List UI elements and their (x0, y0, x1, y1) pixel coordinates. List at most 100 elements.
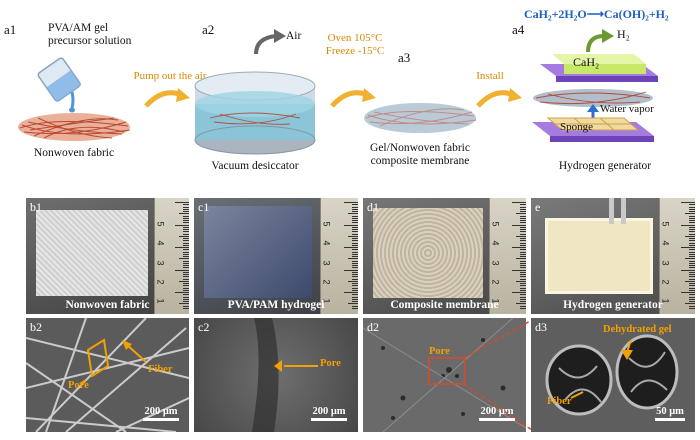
ruler-tick (183, 249, 189, 251)
ruler-tick (352, 208, 358, 210)
ruler-tick (689, 260, 695, 262)
ruler-tick (689, 231, 695, 233)
ruler-tick (352, 249, 358, 251)
precursor-solution-label: PVA/AM gel precursor solution (48, 22, 132, 48)
ruler-tick (179, 258, 189, 260)
curved-arrow-icon (330, 88, 376, 108)
ruler-tick (352, 285, 358, 287)
scale-bar-line (143, 418, 179, 421)
arrow-1-label: Pump out the air (133, 70, 207, 82)
scale-bar-label: 50 μm (656, 406, 684, 417)
ruler-tick (520, 265, 526, 266)
ruler-tick (685, 213, 695, 215)
ruler-tick (183, 238, 189, 239)
ruler-tick (175, 247, 189, 248)
ruler-tick (183, 256, 189, 257)
ruler-tick (348, 213, 358, 215)
ruler-tick (689, 265, 695, 266)
ruler-tick (352, 294, 358, 296)
curved-arrow-icon (476, 88, 522, 108)
ruler-tick (352, 267, 358, 269)
pouring-beaker-icon (37, 57, 82, 113)
ruler-tick (183, 211, 189, 212)
ruler-number: 2 (321, 279, 332, 285)
device-wire (609, 198, 614, 224)
ruler-tick (183, 305, 189, 307)
ruler-tick (520, 285, 526, 287)
ruler-tick (681, 269, 695, 271)
ruler-tick (520, 204, 526, 206)
ruler-tick (183, 274, 189, 275)
ruler-tick (520, 240, 526, 242)
ruler-tick (512, 292, 526, 293)
panel-tag-d1: d1 (367, 200, 379, 214)
ruler-tick (352, 242, 358, 244)
ruler-tick (183, 233, 189, 235)
ruler-tick (183, 276, 189, 278)
ruler-tick (183, 289, 189, 291)
ruler-tick (520, 231, 526, 233)
fiber-label: Fiber (148, 364, 173, 375)
ruler-tick (512, 224, 526, 226)
scale-bar: 200 μm (306, 406, 352, 421)
ruler-tick (352, 204, 358, 206)
ruler-tick (681, 247, 695, 248)
ruler-tick (520, 220, 526, 221)
ruler-tick (520, 244, 526, 246)
ruler-number: 5 (321, 221, 332, 227)
ruler-tick (344, 269, 358, 271)
cah2-label: CaH₂ (573, 55, 600, 69)
ruler-tick (183, 208, 189, 210)
ruler-tick (344, 292, 358, 293)
ruler-number: 3 (321, 260, 332, 266)
ruler-tick (520, 253, 526, 255)
sponge-label: Sponge (560, 121, 593, 133)
scale-bar-label: 200 μm (312, 406, 346, 417)
panel-tag-e: e (535, 200, 541, 214)
scale-bar: 50 μm (649, 406, 691, 421)
composite-surface-image (363, 318, 526, 432)
ruler-tick (689, 276, 695, 278)
ruler-tick (520, 278, 526, 280)
ruler-tick (352, 222, 358, 224)
ruler-number: 5 (155, 221, 166, 227)
photo-b1-caption: Nonwoven fabric (65, 299, 150, 311)
ruler-tick (352, 307, 358, 309)
ruler-number: 4 (490, 240, 501, 246)
ruler-tick (352, 271, 358, 273)
ruler-tick (520, 222, 526, 224)
ruler-tick (352, 251, 358, 253)
ruler-tick (689, 229, 695, 230)
ruler-tick (183, 285, 189, 287)
ruler-tick (352, 276, 358, 278)
scale-bar-line (655, 418, 685, 421)
ruler-tick (183, 262, 189, 264)
scale-bar-label: 200 μm (480, 406, 514, 417)
ruler-tick (175, 292, 189, 293)
ruler-tick (520, 274, 526, 275)
ruler-tick (183, 251, 189, 253)
ruler-tick (175, 224, 189, 226)
ruler-tick (520, 211, 526, 212)
panel-tag-a3: a3 (398, 50, 411, 65)
scale-bar: 200 μm (138, 406, 184, 421)
ruler-number: 4 (321, 240, 332, 246)
ruler-tick (689, 251, 695, 253)
ruler-tick (179, 213, 189, 215)
photo-c1-caption: PVA/PAM hydrogel (227, 299, 325, 311)
device-sample (545, 218, 653, 294)
reaction-equation: CaH₂+2H₂O⟶Ca(OH)₂+H₂ (524, 7, 669, 21)
ruler-number: 5 (660, 221, 671, 227)
ruler-tick (352, 244, 358, 246)
ruler-tick (352, 206, 358, 208)
zoom-connector-lines (463, 319, 533, 431)
ruler-tick (348, 303, 358, 305)
pore-label: Pore (68, 380, 89, 391)
ruler-tick (689, 215, 695, 217)
ruler-tick (689, 274, 695, 275)
ruler-tick (689, 262, 695, 264)
